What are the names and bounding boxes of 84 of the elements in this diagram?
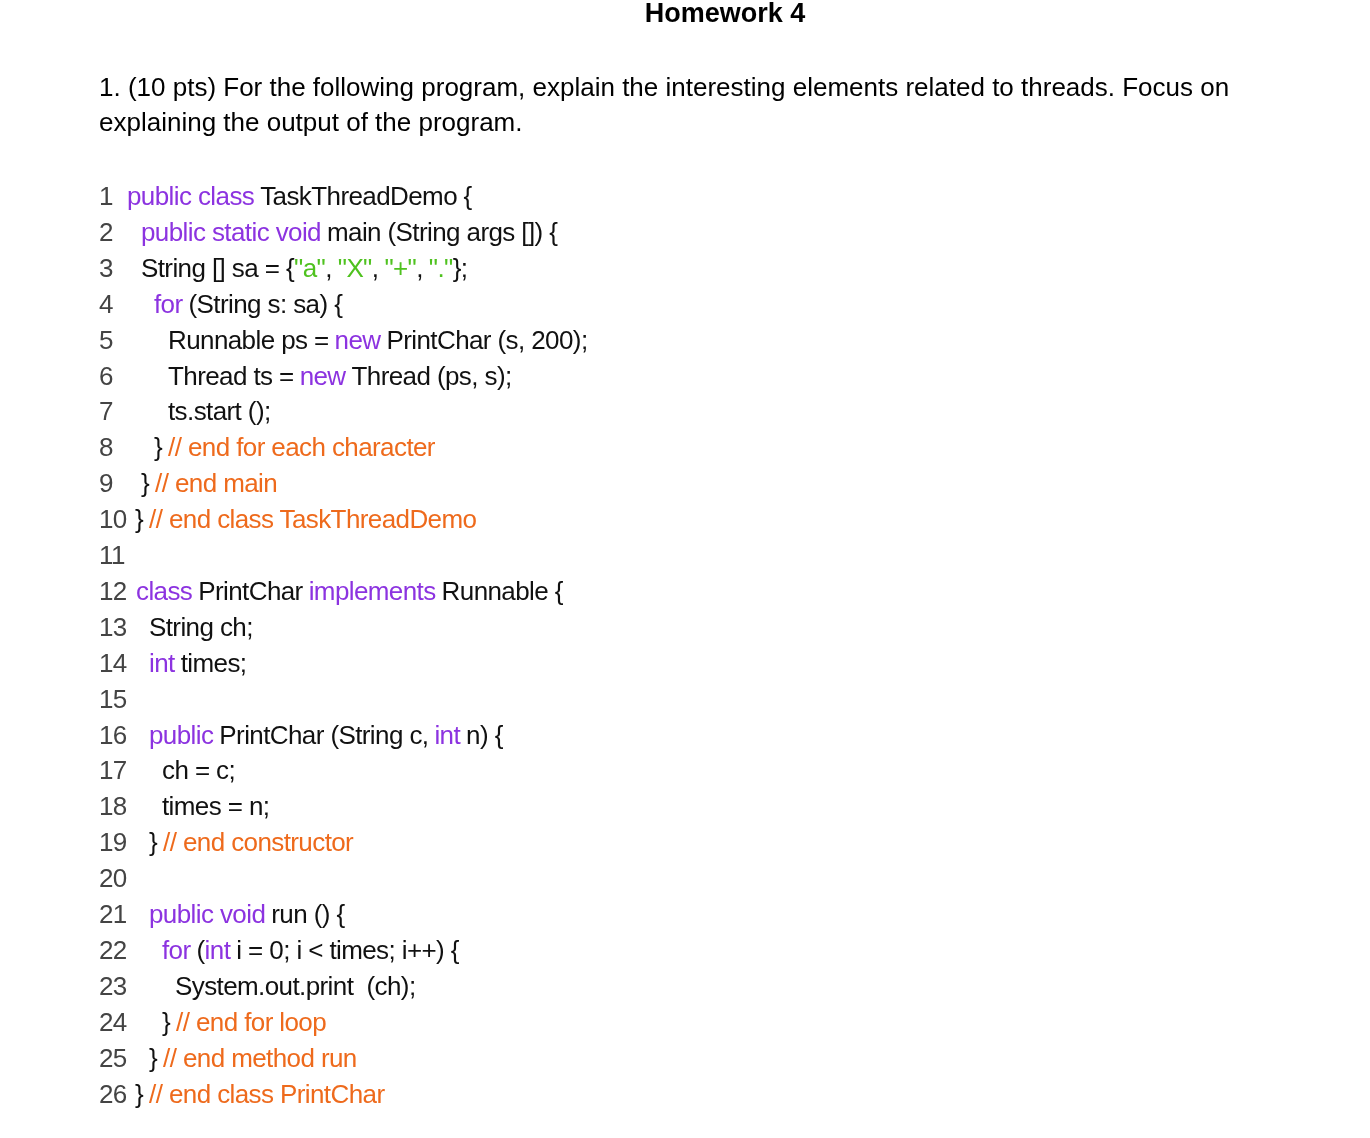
line-number: 7 <box>99 395 113 428</box>
code-text: } <box>162 1005 171 1038</box>
line-number: 9 <box>99 467 113 500</box>
line-number: 25 <box>99 1041 127 1074</box>
code-text: TaskThreadDemo { <box>260 180 472 212</box>
code-text: } <box>154 431 163 464</box>
line-number: 3 <box>99 251 113 284</box>
code-comment: // end for each character <box>168 431 435 464</box>
line-number: 4 <box>99 287 113 320</box>
line-number: 19 <box>99 826 127 859</box>
code-keyword: class <box>136 574 193 607</box>
code-text: ( <box>196 933 205 966</box>
code-text: PrintChar (s, 200); <box>386 323 588 356</box>
code-text: Thread (ps, s); <box>351 359 512 392</box>
code-string: "a" <box>294 251 326 284</box>
code-keyword: int <box>434 718 461 751</box>
code-string: "X" <box>337 251 372 284</box>
code-text: Runnable ps = <box>168 323 329 356</box>
line-number: 1 <box>99 180 113 212</box>
line-number: 14 <box>99 646 127 679</box>
line-number: 6 <box>99 359 113 392</box>
code-keyword: int <box>204 933 231 966</box>
line-number: 15 <box>99 682 127 715</box>
code-text: } <box>149 1041 158 1074</box>
line-number: 8 <box>99 431 113 464</box>
line-number: 2 <box>99 215 113 248</box>
code-comment: // end class TaskThreadDemo <box>149 503 477 536</box>
code-comment: // end constructor <box>163 826 354 859</box>
line-number: 21 <box>99 898 127 930</box>
line-number: 20 <box>99 862 127 895</box>
code-comment: // end class PrintChar <box>149 1077 385 1110</box>
code-text: } <box>135 1077 144 1110</box>
code-text: ts.start (); <box>168 395 271 428</box>
code-comment: // end method run <box>163 1041 357 1074</box>
code-keyword: public static void <box>141 215 321 248</box>
line-number: 26 <box>99 1077 127 1110</box>
code-text: PrintChar <box>198 574 303 607</box>
line-number: 5 <box>99 323 113 356</box>
code-text: i = 0; i < times; i++) { <box>236 933 459 966</box>
page-title: Homework 4 <box>643 0 807 29</box>
code-text: times = n; <box>162 790 270 823</box>
line-number: 13 <box>99 610 127 643</box>
line-number: 17 <box>99 754 127 787</box>
code-keyword: public <box>149 718 214 751</box>
code-text: String ch; <box>149 610 253 643</box>
line-number: 10 <box>99 503 127 536</box>
line-number: 22 <box>99 933 127 966</box>
code-text: }; <box>452 251 468 284</box>
code-text: run () { <box>271 898 345 930</box>
code-keyword: int <box>149 646 175 679</box>
code-text: } <box>141 467 150 500</box>
code-text: , <box>416 251 423 284</box>
code-string: "." <box>428 251 453 284</box>
code-text: , <box>371 251 379 284</box>
code-keyword: new <box>334 323 381 356</box>
code-text: main (String args []) { <box>326 215 558 248</box>
line-number: 23 <box>99 969 127 1002</box>
code-keyword: public class <box>127 180 255 212</box>
code-keyword: public void <box>149 898 266 930</box>
code-keyword: for <box>162 933 191 966</box>
code-text: Thread ts = <box>168 359 294 392</box>
code-keyword: for <box>154 287 183 320</box>
code-text: , <box>325 251 332 284</box>
code-text: Runnable { <box>441 574 563 607</box>
code-keyword: implements <box>308 574 436 607</box>
code-text: (String s: sa) { <box>188 287 343 320</box>
line-number: 18 <box>99 790 127 823</box>
line-number: 16 <box>99 718 127 751</box>
code-text: String [] sa = { <box>141 251 294 284</box>
line-number: 12 <box>99 574 127 607</box>
code-text: PrintChar (String c, <box>219 718 429 751</box>
code-text: } <box>149 826 158 859</box>
line-number: 11 <box>99 539 125 571</box>
code-text: times; <box>180 646 247 679</box>
code-text: ch = c; <box>162 754 236 787</box>
code-text: System.out.print (ch); <box>175 969 416 1002</box>
code-text: } <box>135 503 144 536</box>
code-text: n) { <box>466 718 503 751</box>
code-keyword: new <box>299 359 346 392</box>
line-number: 24 <box>99 1005 127 1038</box>
code-comment: // end main <box>155 467 278 500</box>
question-text: 1. (10 pts) For the following program, explain the interesting elements related to threads. Focus on explaining the output of the program. <box>99 71 1231 139</box>
code-string: "+" <box>384 251 417 284</box>
code-comment: // end for loop <box>176 1005 327 1038</box>
